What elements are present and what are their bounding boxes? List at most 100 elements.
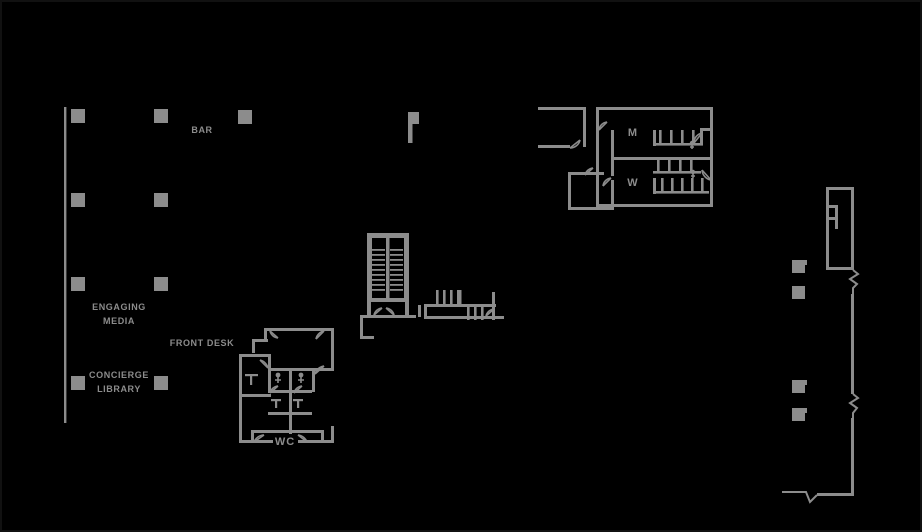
escalator-assembly — [360, 233, 416, 339]
col-b2 — [154, 193, 168, 207]
wc-mid-horizontal-wall — [268, 390, 312, 393]
break-line-bottom — [782, 491, 818, 504]
wc-stall-left-partition — [268, 368, 271, 392]
col-b1 — [154, 109, 168, 123]
label-library: LIBRARY — [97, 384, 141, 394]
wc-lower-horizontal-wall — [268, 412, 312, 415]
col-a4 — [71, 376, 85, 390]
wc-bottom-right-wall — [290, 430, 324, 433]
door-leaf-wc-entry-right — [315, 330, 325, 340]
alcove-notch-lower — [826, 217, 838, 220]
escalator-treads — [372, 249, 403, 291]
right-wall-bottom-return — [817, 493, 854, 496]
door-swing-elevator-lobby — [485, 308, 495, 317]
col-r4-notch — [803, 408, 807, 413]
vestibule-upper-right-wall — [583, 107, 586, 147]
pilaster-stem — [408, 124, 413, 143]
column-grid-left — [71, 109, 252, 390]
wc-vestibule-top-wall — [239, 354, 271, 357]
door-swing-landing-b — [385, 307, 395, 316]
escalator-center-rail — [386, 238, 390, 300]
door-leaf-wc-exit-left — [253, 434, 265, 443]
accessible-icon-wc-left — [275, 372, 281, 383]
door-swing-wc-exit-left — [253, 434, 265, 443]
escalator-lower-right-leg — [405, 302, 409, 317]
break-line-upper — [848, 269, 860, 298]
mens-stall-wall — [700, 128, 703, 144]
vestibule-upper-top-wall — [538, 107, 586, 110]
door-swing-vestibule-upper — [569, 139, 581, 149]
door-leaf-womens-accessible — [701, 169, 712, 181]
pilaster-head — [408, 112, 419, 124]
door-leaf-wc-exit-right — [297, 434, 308, 443]
col-c1 — [238, 110, 252, 124]
restroom-outer-top-wall — [596, 107, 713, 110]
label-womens-room: W — [627, 177, 638, 189]
mens-stall-top — [700, 128, 711, 131]
elevator-shaft-upper — [436, 290, 462, 304]
wc-stall-right-partition — [312, 368, 315, 392]
vestibule-lower-bottom-wall — [568, 207, 614, 210]
escalator-landing-bottom-wall — [360, 336, 374, 339]
restroom-outer-right-wall — [710, 107, 713, 207]
escalator-base-beam — [367, 298, 409, 302]
col-r3 — [792, 380, 805, 393]
womens-upper-fixtures — [653, 160, 701, 174]
door-swing-womens-accessible — [701, 169, 712, 181]
elevator-lobby-right-wall — [492, 292, 495, 320]
wc-center-spine — [289, 368, 292, 434]
door-leaf-mens — [598, 121, 608, 131]
door-leaf-landing-b — [385, 307, 395, 316]
elevator-lobby-left-wall — [418, 305, 421, 317]
wc-bottom-left-return — [251, 430, 254, 442]
wc-bottom-right-return — [321, 430, 324, 442]
alcove-notch-upper — [826, 205, 838, 208]
door-leaf-elevator-lobby — [485, 308, 495, 317]
vestibule-upper-bottom-wall — [538, 145, 570, 148]
wc-upper-left-return — [252, 339, 255, 353]
escalator-landing-left-wall — [360, 315, 363, 339]
womens-stall-partitions — [661, 178, 704, 192]
label-wc: WC — [275, 436, 295, 448]
wc-bottom-left-wall — [251, 430, 291, 433]
accessible-icon-wc-right — [298, 372, 304, 383]
door-leaf-wc-entry-left — [269, 330, 279, 339]
alcove-left-wall — [826, 187, 829, 270]
wc-right-wall-upper — [331, 328, 334, 368]
escalator-lower-left-leg — [367, 302, 371, 317]
door-leaf-wc-mid-right — [293, 385, 303, 394]
door-leaf-landing-a — [373, 307, 383, 316]
escalator-landing-wall — [360, 315, 416, 318]
alcove-bottom-wall — [826, 267, 854, 270]
womens-partition-start — [653, 178, 656, 194]
door-swing-womens — [602, 177, 612, 187]
womens-fixture-rail — [653, 191, 709, 194]
lavatory-fixture-left — [245, 374, 258, 385]
elevator-core-top-wall — [424, 304, 496, 307]
door-swing-wc-stall-right — [314, 365, 325, 375]
wc-outer-left-wall — [239, 354, 242, 442]
door-leaf-womens — [602, 177, 612, 187]
door-swing-wc-entry-right — [315, 330, 325, 340]
mens-fixture-rail — [653, 143, 703, 146]
restroom-outer-left-wall — [596, 107, 599, 207]
door-leaf-vestibule-lower — [584, 167, 594, 176]
restroom-block-mw — [538, 107, 713, 210]
restroom-fixture-separator — [653, 157, 711, 160]
column-grid-right — [792, 260, 807, 421]
door-swing-mens — [598, 121, 608, 131]
escalator-head-beam — [367, 233, 409, 238]
col-r1-notch — [803, 260, 807, 265]
wc-block — [239, 328, 334, 443]
door-leaf-vestibule-wc — [259, 359, 269, 369]
escalator-left-rail — [367, 238, 372, 300]
break-line-lower — [848, 393, 860, 422]
right-wall-lower-run — [851, 418, 854, 496]
door-swing-wc-mid-left — [269, 385, 279, 394]
wc-top-wall — [264, 328, 334, 331]
right-wall-mid-run — [851, 294, 854, 394]
restroom-mid-horizontal-wall — [611, 157, 653, 160]
wc-top-left-return — [264, 328, 267, 342]
vestibule-lower-left-wall — [568, 172, 571, 210]
